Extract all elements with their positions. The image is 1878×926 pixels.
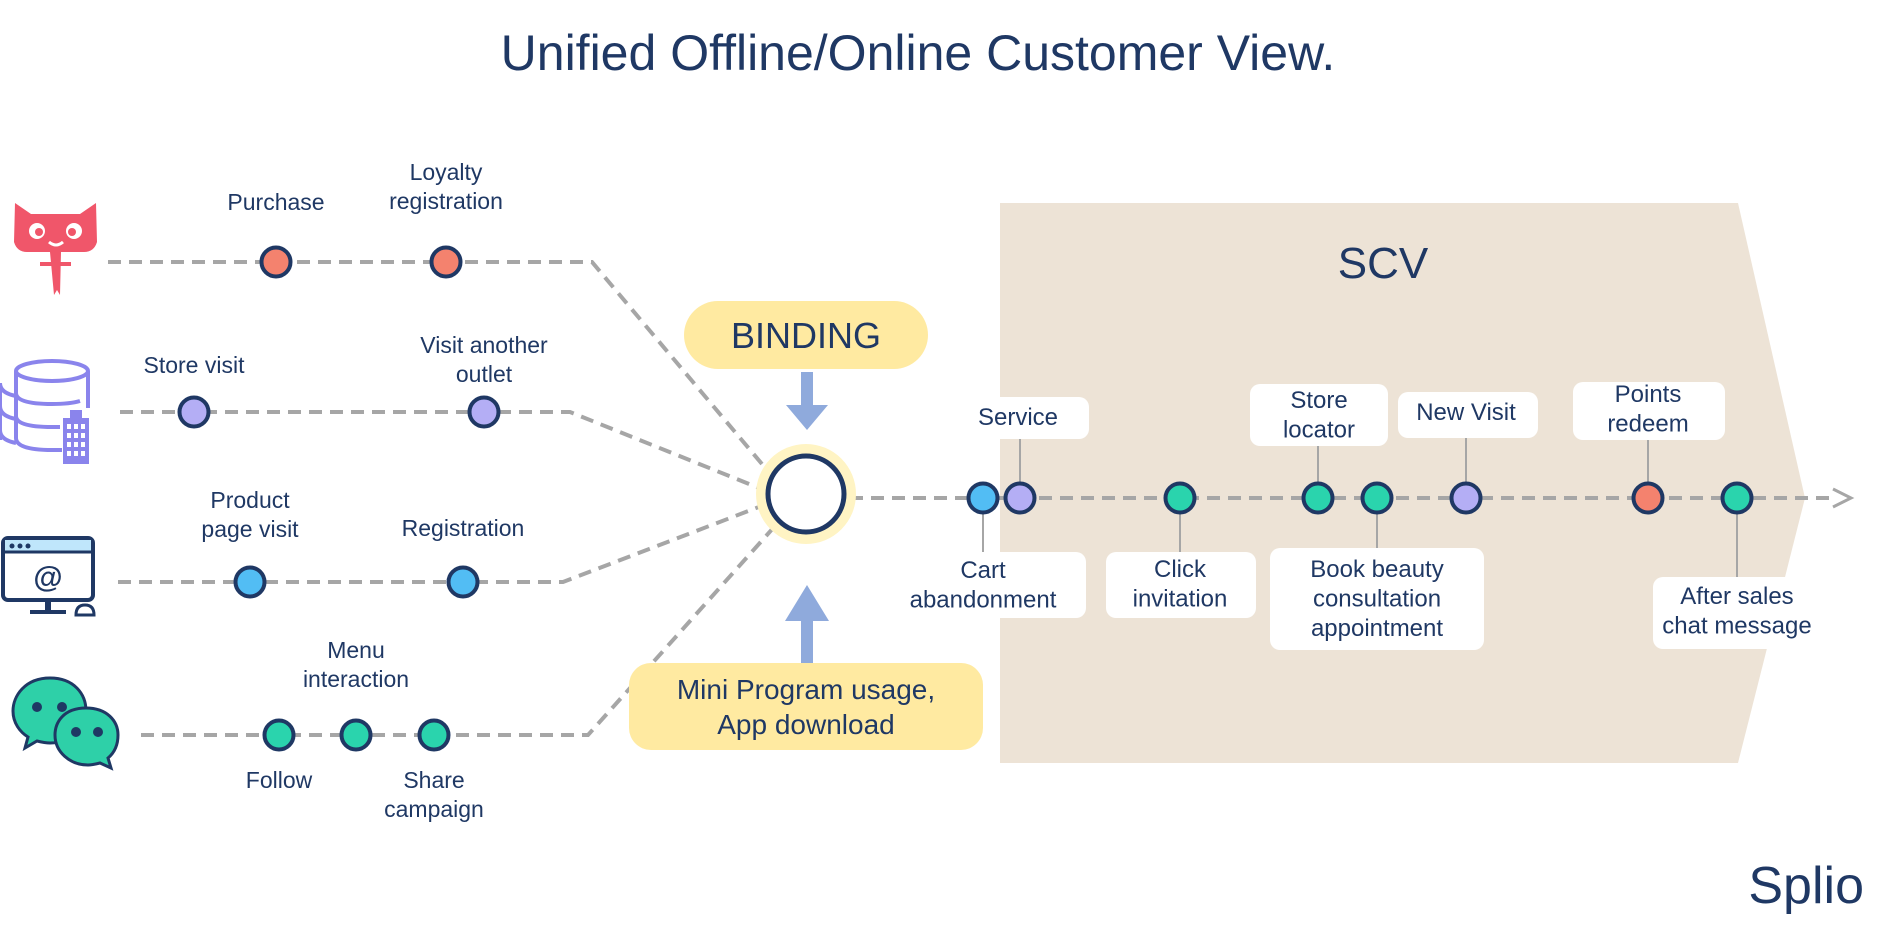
- event-label: Follow: [246, 767, 313, 793]
- event-dot: [1631, 481, 1665, 515]
- channel-line-tmall: [108, 260, 769, 472]
- channel-icons: @: [0, 203, 120, 771]
- event-dot: [233, 565, 267, 599]
- splio-logo-text: Splio: [1748, 857, 1864, 915]
- event-dot: [1360, 481, 1394, 515]
- database-store-icon: [0, 359, 90, 464]
- binding-label: BINDING: [731, 315, 881, 356]
- timeline-arrowhead: [1832, 487, 1855, 509]
- channel-event: Registration: [402, 515, 525, 599]
- event-dot: [177, 395, 211, 429]
- event-dot: [467, 395, 501, 429]
- mini-program-label: Mini Program usage,App download: [677, 674, 935, 740]
- event-dot: [417, 718, 451, 752]
- splio-logo: Splio: [1748, 857, 1864, 915]
- scv-event: New Visit: [1398, 392, 1538, 515]
- center-node: [765, 453, 847, 535]
- event-label-box: [1653, 577, 1821, 649]
- event-dot: [1301, 481, 1335, 515]
- scv-event: Service: [969, 397, 1089, 515]
- mini-program-up-arrow: [785, 585, 829, 663]
- event-dot: [262, 718, 296, 752]
- channel-event: Purchase: [227, 189, 325, 279]
- event-label: Registration: [402, 515, 525, 541]
- scv-label: SCV: [1338, 239, 1429, 288]
- event-dot: [1449, 481, 1483, 515]
- event-label-box: [1573, 382, 1725, 440]
- event-label: Service: [978, 404, 1058, 431]
- event-dot: [429, 245, 463, 279]
- binding-down-arrow: [786, 372, 828, 430]
- svg-text:@: @: [33, 561, 62, 594]
- event-label: New Visit: [1416, 399, 1516, 426]
- channel-line-store: [120, 410, 765, 492]
- channel-event: Store visit: [144, 352, 246, 429]
- event-label-box: [928, 552, 1086, 618]
- event-dot: [966, 481, 1000, 515]
- event-label-box: [1398, 392, 1538, 438]
- event-dot: [1720, 481, 1754, 515]
- event-dot: [339, 718, 373, 752]
- event-label-box: [969, 397, 1089, 439]
- wechat-chat-icon: [11, 676, 120, 771]
- event-dot: [1163, 481, 1197, 515]
- tmall-cat-icon: [14, 203, 97, 295]
- page-title: Unified Offline/Online Customer View.: [501, 25, 1336, 81]
- event-label: Store visit: [144, 352, 246, 378]
- mini-program-box: [629, 663, 983, 750]
- channel-event: Follow: [246, 718, 313, 793]
- event-label-box: [1270, 548, 1484, 650]
- event-label-box: [1106, 552, 1256, 618]
- binding-bubble: [684, 301, 928, 369]
- event-label-box: [1250, 384, 1388, 446]
- event-dot: [446, 565, 480, 599]
- scv-band: [1000, 203, 1805, 763]
- event-dot: [1003, 481, 1037, 515]
- event-label: Purchase: [227, 189, 324, 215]
- event-dot: [259, 245, 293, 279]
- web-email-icon: @: [1, 536, 96, 617]
